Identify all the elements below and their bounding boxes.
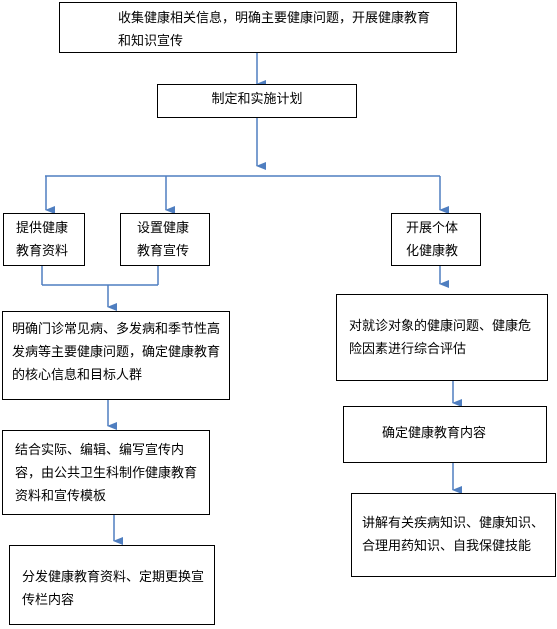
left-step2-box: 结合实际、编辑、编写宣传内容，由公共卫生科制作健康教育资料和宣传模板	[2, 430, 210, 515]
right-step2-box: 确定健康教育内容	[343, 406, 547, 463]
left-step1-box: 明确门诊常见病、多发病和季节性高发病等主要健康问题，确定健康教育的核心信息和目标…	[2, 311, 230, 400]
plan-box-text: 制定和实施计划	[211, 92, 303, 107]
right-step1-box: 对就诊对象的健康问题、健康危险因素进行综合评估	[336, 294, 548, 381]
right-step1-text: 对就诊对象的健康问题、健康危险因素进行综合评估	[349, 319, 532, 357]
plan-box: 制定和实施计划	[157, 84, 357, 118]
right-a-box: 开展个体化健康教	[391, 213, 481, 266]
top-box: 收集健康相关信息，明确主要健康问题，开展健康教育和知识宣传	[59, 2, 457, 53]
left-step3-text: 分发健康教育资料、定期更换宣传栏内容	[22, 570, 205, 608]
left-a-box: 提供健康教育资料	[3, 213, 85, 266]
left-a-text: 提供健康教育资料	[16, 221, 69, 259]
right-step2-text: 确定健康教育内容	[382, 426, 487, 441]
left-step2-text: 结合实际、编辑、编写宣传内容，由公共卫生科制作健康教育资料和宣传模板	[15, 443, 198, 504]
left-b-text: 设置健康教育宣传	[137, 221, 190, 259]
left-step3-box: 分发健康教育资料、定期更换宣传栏内容	[9, 545, 215, 625]
right-step3-box: 讲解有关疾病知识、健康知识、合理用药知识、自我保健技能	[351, 493, 556, 577]
right-step3-text: 讲解有关疾病知识、健康知识、合理用药知识、自我保健技能	[362, 516, 545, 554]
right-a-text: 开展个体化健康教	[406, 221, 459, 259]
left-b-box: 设置健康教育宣传	[120, 213, 210, 266]
top-box-text: 收集健康相关信息，明确主要健康问题，开展健康教育和知识宣传	[118, 11, 431, 49]
left-step1-text: 明确门诊常见病、多发病和季节性高发病等主要健康问题，确定健康教育的核心信息和目标…	[12, 322, 221, 383]
